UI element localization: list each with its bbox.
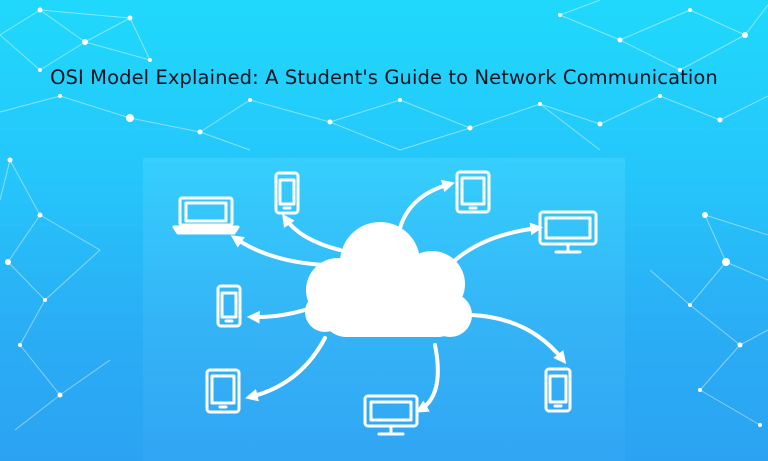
arrow-to-bottom-tablet [245,336,327,402]
tablet-icon [455,170,491,214]
cloud-icon [305,222,472,337]
page-title: OSI Model Explained: A Student's Guide t… [50,66,718,89]
arrow-to-right-phone [470,313,567,365]
laptop-icon [172,196,240,235]
arrow-to-top-tablet [398,179,455,230]
smartphone-icon [216,284,242,328]
smartphone-icon [274,171,300,215]
monitor-icon [538,210,598,254]
tablet-icon [205,368,241,414]
monitor-icon [363,394,419,436]
arrow-to-laptop [230,235,327,267]
smartphone-icon [544,367,572,413]
arrow-to-right-monitor [448,222,544,267]
arrow-to-top-phone [282,213,342,252]
arrow-to-bottom-monitor [415,343,440,413]
